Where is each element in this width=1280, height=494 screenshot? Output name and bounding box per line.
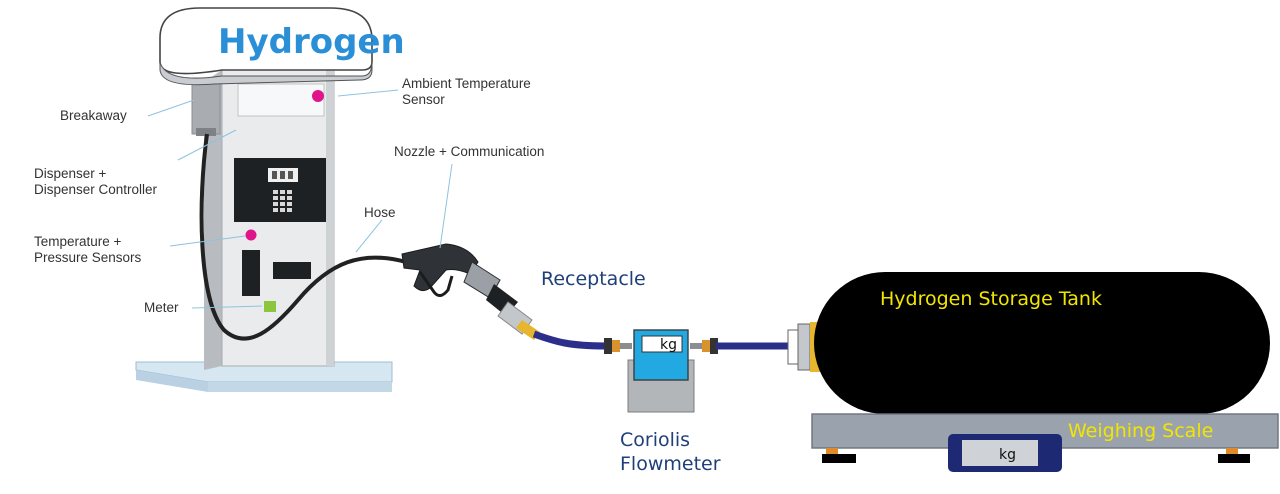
flowmeter-label-line2: Flowmeter: [620, 453, 721, 475]
sensors-label-line2: Pressure Sensors: [34, 250, 142, 265]
ambient-sensor-label-line1: Ambient Temperature: [402, 76, 531, 91]
keypad: [273, 190, 292, 212]
sensors-label-line1: Temperature +: [34, 234, 122, 249]
dispenser-base: [135, 361, 393, 392]
inlet-fitting: [604, 338, 632, 354]
weighing-scale: kg: [811, 413, 1279, 472]
dispenser-hose: [199, 133, 407, 341]
dispenser-label-line2: Dispenser Controller: [34, 182, 158, 197]
hose-label: Hose: [364, 205, 396, 220]
coriolis-flowmeter: kg: [627, 329, 695, 413]
flowmeter-unit-text: kg: [660, 337, 677, 353]
ambient-sensor-dot: [312, 90, 324, 102]
meter-label: Meter: [144, 300, 179, 315]
meter-square: [264, 301, 276, 312]
leader-lines: [147, 89, 453, 309]
ambient-sensor-label-line2: Sensor: [402, 92, 445, 107]
pressure-sensor-dot: [245, 229, 257, 241]
nozzle-label: Nozzle + Communication: [394, 144, 544, 159]
transfer-hose-in: [532, 330, 607, 350]
dispenser-label-line1: Dispenser +: [34, 166, 107, 181]
breakaway-label: Breakaway: [60, 108, 127, 123]
outlet-fitting: [690, 338, 718, 354]
flowmeter-label-line1: Coriolis: [620, 429, 690, 451]
dispenser-body: [204, 69, 335, 370]
scale-label: Weighing Scale: [1068, 420, 1213, 442]
nozzle: [401, 243, 540, 340]
breakaway-unit: [191, 77, 221, 136]
hydrogen-sign: Hydrogen: [159, 7, 405, 86]
sign-brand-text: Hydrogen: [218, 22, 405, 62]
scale-unit-text: kg: [999, 447, 1016, 463]
tank-label: Hydrogen Storage Tank: [880, 288, 1102, 310]
receptacle-label: Receptacle: [541, 268, 646, 290]
hydrogen-storage-tank: [814, 272, 1270, 414]
